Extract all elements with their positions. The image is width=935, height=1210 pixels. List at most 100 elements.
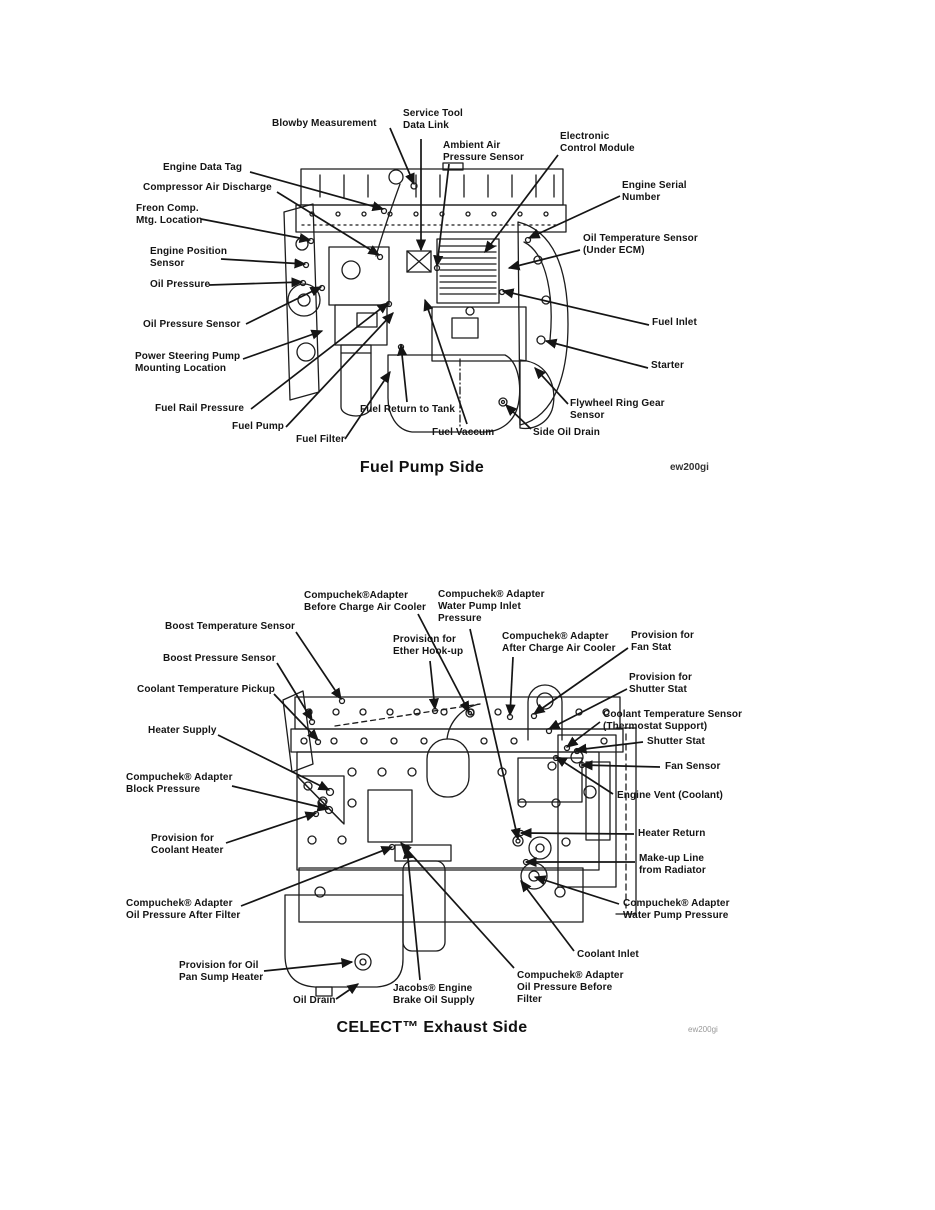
callout-starter: Starter xyxy=(651,360,684,371)
callout-power-steering-pump-mounting-location: Power Steering Pump Mounting Location xyxy=(135,351,241,375)
leader-line-heater-return xyxy=(519,827,635,839)
callout-coolant-inlet: Coolant Inlet xyxy=(577,949,639,960)
leader-lines-fuel-pump-side xyxy=(200,127,650,440)
callout-flywheel-ring-gear-sensor: Flywheel Ring Gear Sensor xyxy=(570,398,665,422)
leader-line-fuel-filter xyxy=(344,370,391,440)
leader-line-oil-pressure-sensor xyxy=(245,286,323,325)
leader-line-starter xyxy=(544,338,649,369)
figure-caption-fuel-pump-side: Fuel Pump Side xyxy=(359,459,485,476)
leader-line-coolant-temperature-pickup xyxy=(273,693,319,741)
leader-line-electronic-control-module xyxy=(484,154,559,254)
leader-line-compuchek-adapter-water-pump-pressure xyxy=(533,875,620,905)
leader-line-compuchek-adapter-oil-pressure-before-filt xyxy=(400,841,515,969)
callout-fuel-inlet: Fuel Inlet xyxy=(652,317,697,328)
callout-coolant-temperature-sensor-thermostat-supp: Coolant Temperature Sensor (Thermostat S… xyxy=(603,709,743,733)
leader-lines-celect-exhaust-side xyxy=(217,613,661,1000)
callout-compuchek-adapter-oil-pressure-after-filte: Compuchek® Adapter Oil Pressure After Fi… xyxy=(126,898,241,922)
leader-line-fuel-inlet xyxy=(501,288,650,326)
leader-line-side-oil-drain xyxy=(505,404,532,430)
figure-caption-celect-exhaust-side: CELECT™ Exhaust Side xyxy=(336,1019,528,1036)
callout-oil-pressure: Oil Pressure xyxy=(150,279,211,290)
callout-compuchek-adapter-block-pressure: Compuchek® Adapter Block Pressure xyxy=(126,772,233,796)
leader-line-freon-comp-mtg-location xyxy=(200,218,312,244)
leader-line-coolant-inlet xyxy=(520,879,575,952)
callout-engine-serial-number: Engine Serial Number xyxy=(622,180,687,204)
leader-line-compuchek-adapter-block-pressure xyxy=(231,785,330,812)
leader-line-oil-pressure xyxy=(208,277,304,288)
callout-fuel-rail-pressure: Fuel Rail Pressure xyxy=(155,403,245,414)
callout-fuel-return-to-tank: Fuel Return to Tank xyxy=(360,404,456,415)
leader-line-oil-drain xyxy=(335,983,360,1000)
callout-compressor-air-discharge: Compressor Air Discharge xyxy=(143,182,272,193)
callout-coolant-temperature-pickup: Coolant Temperature Pickup xyxy=(137,684,275,695)
leader-line-boost-pressure-sensor xyxy=(276,662,313,722)
callout-freon-comp-mtg-location: Freon Comp. Mtg. Location xyxy=(136,203,203,227)
leader-line-provision-for-oil-pan-sump-heater xyxy=(263,957,354,972)
callout-side-oil-drain: Side Oil Drain xyxy=(533,427,600,438)
leader-line-flywheel-ring-gear-sensor xyxy=(534,366,569,405)
callout-provision-for-fan-stat: Provision for Fan Stat xyxy=(631,630,694,654)
leader-line-coolant-temperature-sensor-thermostat-supp xyxy=(565,721,601,748)
leader-line-boost-temperature-sensor xyxy=(295,631,342,701)
leader-line-fuel-vaccum xyxy=(423,298,468,425)
figure-code-fuel-pump-side: ew200gi xyxy=(670,462,709,473)
callout-engine-position-sensor: Engine Position Sensor xyxy=(150,246,228,270)
callout-compuchek-adapter-before-charge-air-cooler: Compuchek®Adapter Before Charge Air Cool… xyxy=(304,590,427,614)
leader-line-provision-for-shutter-stat xyxy=(547,688,628,730)
figure-code-celect-exhaust-side: ew200gi xyxy=(688,1025,718,1034)
leader-line-fan-sensor xyxy=(580,760,661,771)
callout-ambient-air-pressure-sensor: Ambient Air Pressure Sensor xyxy=(443,140,524,164)
callout-oil-drain: Oil Drain xyxy=(293,995,336,1006)
callout-fuel-filter: Fuel Filter xyxy=(296,434,345,445)
leader-line-ambient-air-pressure-sensor xyxy=(433,163,450,268)
leader-line-fuel-rail-pressure xyxy=(250,302,390,410)
leader-line-heater-supply xyxy=(217,734,331,791)
leader-line-compuchek-adapter-oil-pressure-after-filte xyxy=(240,846,394,907)
leader-line-compuchek-adapter-water-pump-inlet-pressur xyxy=(469,628,521,841)
leader-line-blowby-measurement xyxy=(389,127,415,186)
leader-line-shutter-stat xyxy=(574,741,644,754)
callout-service-tool-data-link: Service Tool Data Link xyxy=(403,108,463,132)
leader-line-engine-data-tag xyxy=(249,171,385,212)
callout-fuel-vaccum: Fuel Vaccum xyxy=(432,427,495,438)
leader-line-engine-vent-coolant xyxy=(554,756,614,795)
callout-oil-temperature-sensor-under-ecm: Oil Temperature Sensor (Under ECM) xyxy=(583,233,698,257)
callout-boost-pressure-sensor: Boost Pressure Sensor xyxy=(163,653,276,664)
callout-compuchek-adapter-water-pump-inlet-pressur: Compuchek® Adapter Water Pump Inlet Pres… xyxy=(438,589,545,625)
leader-line-fuel-return-to-tank xyxy=(397,343,408,403)
leader-line-fuel-pump xyxy=(285,312,394,428)
callout-make-up-line-from-radiator: Make-up Line from Radiator xyxy=(639,853,706,877)
leader-line-engine-serial-number xyxy=(527,195,621,239)
leader-line-engine-position-sensor xyxy=(220,258,307,269)
callout-provision-for-ether-hook-up: Provision for Ether Hook-up xyxy=(393,634,464,658)
leader-line-compressor-air-discharge xyxy=(276,191,381,256)
callout-heater-return: Heater Return xyxy=(638,828,706,839)
callout-heater-supply: Heater Supply xyxy=(148,725,217,736)
leader-line-oil-temperature-sensor-under-ecm xyxy=(507,249,581,271)
leader-line-power-steering-pump-mounting-location xyxy=(242,329,324,360)
leader-line-provision-for-ether-hook-up xyxy=(428,660,439,711)
callout-compuchek-adapter-oil-pressure-before-filt: Compuchek® Adapter Oil Pressure Before F… xyxy=(517,970,624,1006)
leader-line-compuchek-adapter-after-charge-air-cooler xyxy=(505,656,516,717)
callout-provision-for-shutter-stat: Provision for Shutter Stat xyxy=(629,672,692,696)
leader-line-provision-for-coolant-heater xyxy=(225,811,318,844)
callout-oil-pressure-sensor: Oil Pressure Sensor xyxy=(143,319,241,330)
callout-jacobs-engine-brake-oil-supply: Jacobs® Engine Brake Oil Supply xyxy=(393,983,475,1007)
callout-boost-temperature-sensor: Boost Temperature Sensor xyxy=(165,621,296,632)
callout-electronic-control-module: Electronic Control Module xyxy=(560,131,635,155)
engine-line-art-fuel-pump-side xyxy=(283,162,569,433)
callout-compuchek-adapter-water-pump-pressure: Compuchek® Adapter Water Pump Pressure xyxy=(623,898,730,922)
callout-shutter-stat: Shutter Stat xyxy=(647,736,705,747)
callout-fuel-pump: Fuel Pump xyxy=(232,421,285,432)
leader-line-jacobs-engine-brake-oil-supply xyxy=(402,846,421,981)
callout-provision-for-coolant-heater: Provision for Coolant Heater xyxy=(151,833,224,857)
callout-blowby-measurement: Blowby Measurement xyxy=(272,118,377,129)
callout-fan-sensor: Fan Sensor xyxy=(665,761,721,772)
callout-provision-for-oil-pan-sump-heater: Provision for Oil Pan Sump Heater xyxy=(179,960,264,984)
callout-engine-data-tag: Engine Data Tag xyxy=(163,162,243,173)
leader-line-compuchek-adapter-before-charge-air-cooler xyxy=(417,613,470,714)
leader-line-provision-for-fan-stat xyxy=(532,647,629,715)
callout-compuchek-adapter-after-charge-air-cooler: Compuchek® Adapter After Charge Air Cool… xyxy=(502,631,616,655)
